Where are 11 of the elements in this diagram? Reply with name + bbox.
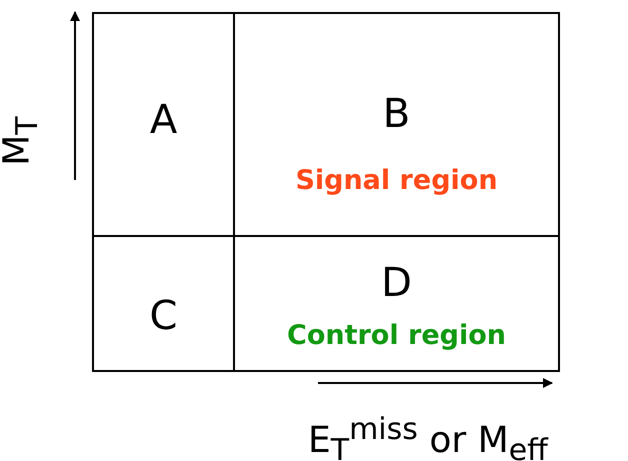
region-letter: B	[382, 90, 410, 138]
region-letter: A	[150, 96, 178, 144]
region-letter: D	[381, 259, 412, 307]
region-cell	[92, 12, 235, 237]
region-caption: Signal region	[295, 164, 498, 198]
region-caption: Control region	[287, 319, 506, 353]
region-cell	[92, 235, 235, 372]
region-cell	[233, 12, 560, 237]
region-cell	[233, 235, 560, 372]
region-letter: C	[150, 292, 178, 340]
axis-label: E$_{T}$$^{miss}$ or M$_{eff}$	[308, 411, 548, 461]
